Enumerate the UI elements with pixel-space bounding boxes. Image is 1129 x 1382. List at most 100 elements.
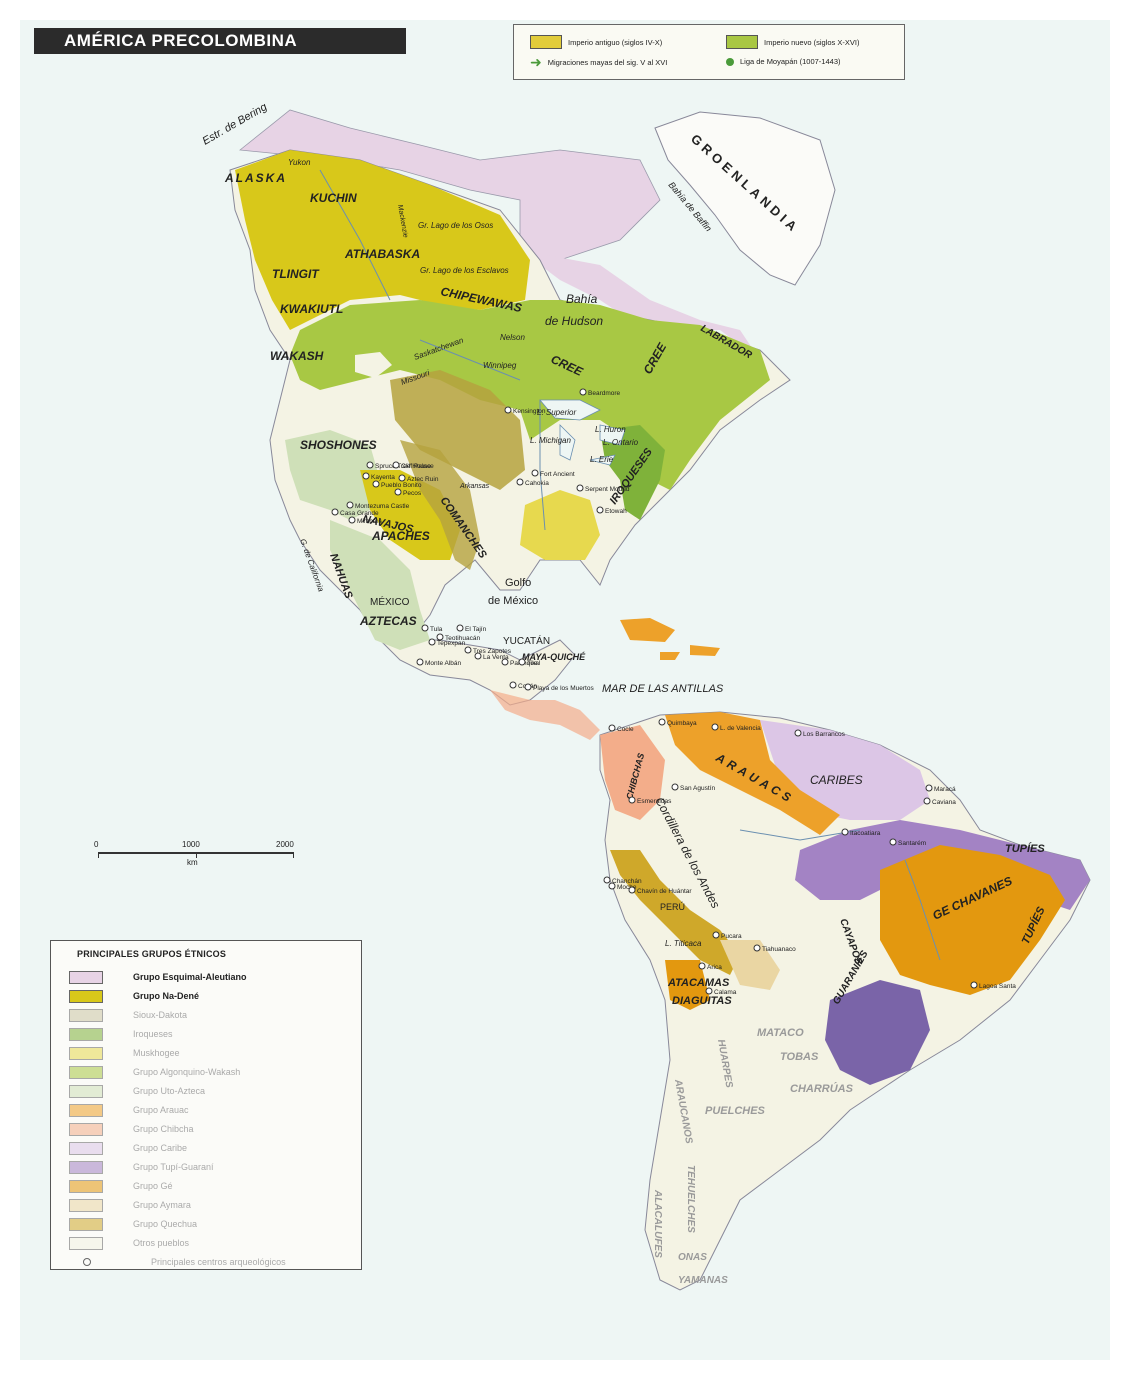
site-marker bbox=[464, 646, 472, 654]
label-kwakiutl: KWAKIUTL bbox=[280, 302, 343, 316]
label-atacamas: ATACAMAS bbox=[667, 977, 730, 989]
site-marker bbox=[923, 797, 931, 805]
greenland bbox=[654, 111, 836, 286]
label-aztecas: AZTECAS bbox=[359, 614, 417, 628]
chibcha-region bbox=[600, 725, 665, 820]
label-yamanas: YAMANAS bbox=[678, 1275, 728, 1286]
label-golfo-1: Golfo bbox=[505, 577, 531, 589]
site-marker bbox=[628, 886, 636, 894]
label-yucatan: YUCATÁN bbox=[503, 634, 550, 647]
site-marker bbox=[398, 474, 406, 482]
site-marker bbox=[346, 501, 354, 509]
label-maya-quiche: MAYA-QUICHÉ bbox=[522, 652, 586, 662]
legend-swatch bbox=[69, 970, 103, 984]
label-gran-lago-osos: Gr. Lago de los Osos bbox=[418, 221, 493, 230]
legend-label: Imperio antiguo (siglos IV-X) bbox=[568, 37, 663, 47]
site-marker bbox=[416, 658, 424, 666]
site-label: Fort Ancient bbox=[540, 471, 575, 478]
legend-label: Grupo Gé bbox=[133, 1181, 173, 1191]
label-l-erie: L. Erie bbox=[590, 455, 614, 464]
label-bahia-1: Bahía bbox=[566, 292, 598, 306]
site-label: Kayenta bbox=[371, 474, 395, 481]
top-legend: Imperio antiguo (siglos IV-X) Imperio nu… bbox=[513, 24, 905, 80]
legend-item: Muskhogee bbox=[69, 1045, 180, 1061]
site-marker bbox=[579, 388, 587, 396]
site-label: Tepexpan bbox=[437, 640, 466, 647]
site-marker bbox=[504, 406, 512, 414]
site-label: Esmeraldas bbox=[637, 798, 672, 805]
site-marker bbox=[753, 944, 761, 952]
aymara-region bbox=[720, 940, 780, 990]
legend-item: Grupo Chibcha bbox=[69, 1121, 194, 1137]
sioux-region bbox=[390, 370, 525, 490]
scale-unit: km bbox=[187, 858, 198, 867]
label-puelches: PUELCHES bbox=[705, 1105, 766, 1117]
legend-label: Sioux-Dakota bbox=[133, 1010, 188, 1020]
legend-item: Otros pueblos bbox=[69, 1235, 189, 1251]
site-label: Cliff Palace bbox=[401, 463, 434, 470]
scale-label-0: 0 bbox=[94, 840, 99, 849]
legend-label: Grupo Uto-Azteca bbox=[133, 1086, 206, 1096]
site-marker bbox=[366, 461, 374, 469]
site-label: Mimbres bbox=[357, 518, 383, 525]
site-marker bbox=[712, 931, 720, 939]
great-lakes bbox=[539, 399, 626, 466]
site-label: Spruce Tree House bbox=[375, 463, 431, 470]
site-label: Beardmore bbox=[588, 390, 621, 397]
site-marker bbox=[372, 480, 380, 488]
central-america bbox=[490, 690, 600, 740]
site-marker bbox=[711, 723, 719, 731]
legend-imperio-antiguo: Imperio antiguo (siglos IV-X) bbox=[530, 35, 662, 49]
label-mataco: MATACO bbox=[757, 1027, 804, 1039]
legend-swatch bbox=[69, 1122, 103, 1136]
site-marker bbox=[658, 718, 666, 726]
site-marker bbox=[392, 461, 400, 469]
swatch bbox=[530, 35, 562, 49]
site-label: La Venta bbox=[483, 654, 509, 661]
ethnic-groups-legend: PRINCIPALES GRUPOS ÉTNICOS Grupo Esquima… bbox=[50, 940, 362, 1270]
legend-label: Grupo Arauac bbox=[133, 1105, 189, 1115]
site-label: Calama bbox=[714, 989, 737, 996]
label-bahia-2: de Hudson bbox=[545, 314, 603, 328]
site-marker bbox=[501, 658, 509, 666]
dot-icon bbox=[726, 57, 734, 66]
legend-item: Principales centros arqueológicos bbox=[69, 1254, 286, 1270]
label-l-huron: L. Huron bbox=[595, 425, 626, 434]
site-marker bbox=[394, 488, 402, 496]
label-tlingit: TLINGIT bbox=[272, 267, 320, 281]
site-label: Cocle bbox=[617, 726, 634, 733]
legend-swatch bbox=[69, 1046, 103, 1060]
site-marker bbox=[596, 506, 604, 514]
legend-label: Grupo Chibcha bbox=[133, 1124, 194, 1134]
label-alacalufes: ALACALUFES bbox=[652, 1189, 663, 1258]
scale-label-1000: 1000 bbox=[182, 840, 200, 849]
site-label: Caviana bbox=[932, 799, 956, 806]
legend-label: Principales centros arqueológicos bbox=[151, 1257, 286, 1267]
legend-swatch bbox=[69, 989, 103, 1003]
legend-swatch bbox=[69, 1103, 103, 1117]
label-l-michigan: L. Michigan bbox=[530, 436, 571, 445]
labrador-eskimo bbox=[520, 250, 760, 360]
site-label: Tres Zapotes bbox=[473, 648, 512, 655]
site-label: Playa de los Muertos bbox=[533, 685, 594, 692]
site-label: El Tajín bbox=[465, 626, 487, 633]
legend-item: Grupo Esquimal-Aleutiano bbox=[69, 969, 247, 985]
muskhogee-region bbox=[520, 490, 600, 560]
scale-tick bbox=[293, 852, 294, 858]
site-marker bbox=[474, 652, 482, 660]
legend-liga-moyapan: Liga de Moyapán (1007-1443) bbox=[726, 57, 841, 66]
legend-label: Grupo Caribe bbox=[133, 1143, 188, 1153]
legend-swatch bbox=[69, 1065, 103, 1079]
legend-label: Iroqueses bbox=[133, 1029, 173, 1039]
site-label: Monte Albán bbox=[425, 660, 462, 667]
label-onas: ONAS bbox=[678, 1252, 707, 1263]
legend-item: Iroqueses bbox=[69, 1026, 173, 1042]
site-label: Pucara bbox=[721, 933, 742, 940]
legend-item: Sioux-Dakota bbox=[69, 1007, 187, 1023]
legend-heading: PRINCIPALES GRUPOS ÉTNICOS bbox=[77, 949, 227, 959]
tupi-region bbox=[795, 820, 1090, 910]
legend-label: Grupo Tupí-Guaraní bbox=[133, 1162, 214, 1172]
site-marker bbox=[531, 469, 539, 477]
site-label: Tikal bbox=[527, 660, 541, 667]
legend-item: Grupo Na-Dené bbox=[69, 988, 199, 1004]
